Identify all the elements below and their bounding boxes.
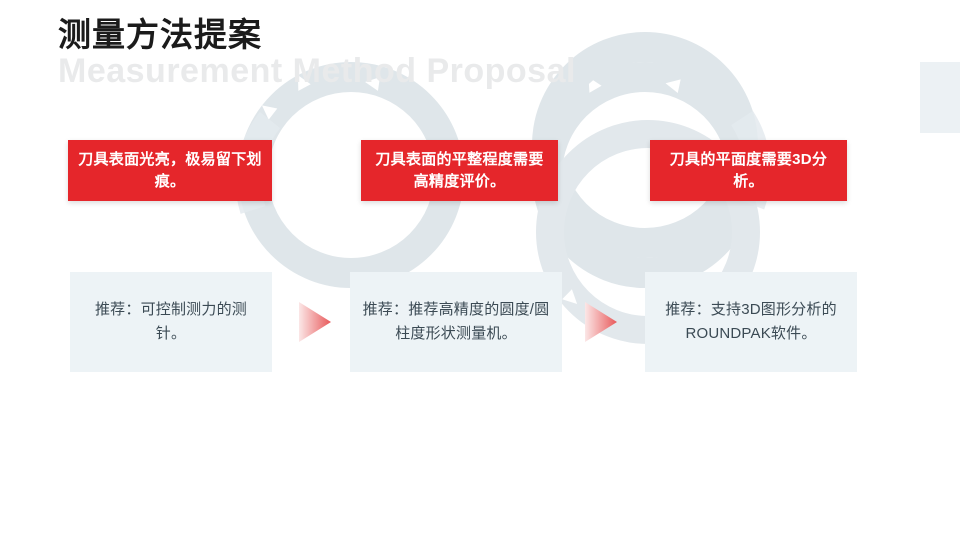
problem-callout-2-text: 刀具表面的平整程度需要高精度评价。 <box>375 151 544 190</box>
recommendation-box-3[interactable]: 推荐：支持3D图形分析的ROUNDPAK软件。 <box>645 272 857 372</box>
recommendation-box-3-text: 推荐：支持3D图形分析的ROUNDPAK软件。 <box>665 300 837 342</box>
problem-callout-1-text: 刀具表面光亮，极易留下划痕。 <box>78 151 262 190</box>
right-triangle-arrow-icon <box>299 302 331 342</box>
right-edge-accent-rectangle <box>920 62 960 133</box>
problem-callout-3[interactable]: 刀具的平面度需要3D分析。 <box>650 140 847 201</box>
recommendation-box-2-text: 推荐：推荐高精度的圆度/圆柱度形状测量机。 <box>362 300 550 342</box>
problem-callout-2[interactable]: 刀具表面的平整程度需要高精度评价。 <box>361 140 558 201</box>
recommendation-box-1-text: 推荐：可控制测力的测针。 <box>94 300 247 342</box>
page-title: 测量方法提案 <box>58 16 262 53</box>
title-block: 测量方法提案 Measurement Method Proposal <box>58 14 838 91</box>
problem-callout-1[interactable]: 刀具表面光亮，极易留下划痕。 <box>68 140 272 201</box>
recommendation-box-1[interactable]: 推荐：可控制测力的测针。 <box>70 272 272 372</box>
right-triangle-arrow-icon <box>585 302 617 342</box>
recommendation-box-2[interactable]: 推荐：推荐高精度的圆度/圆柱度形状测量机。 <box>350 272 562 372</box>
page-subtitle: Measurement Method Proposal <box>58 52 576 91</box>
problem-callout-3-text: 刀具的平面度需要3D分析。 <box>669 151 828 190</box>
